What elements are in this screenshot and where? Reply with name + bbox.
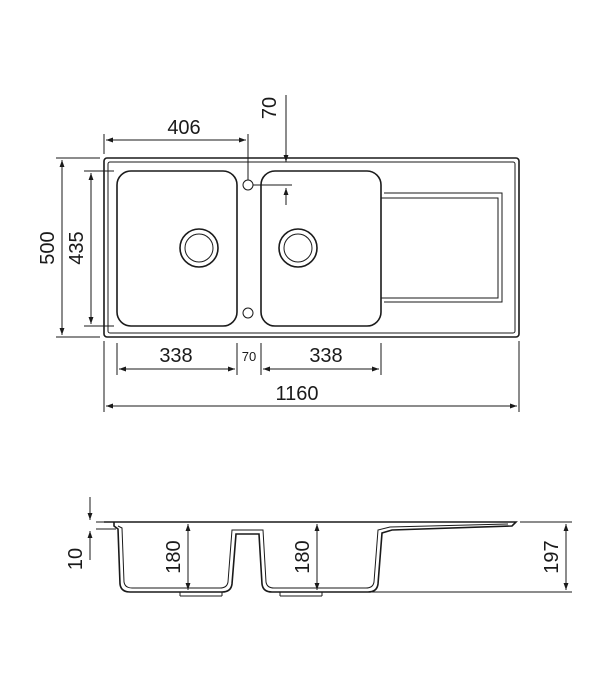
dim-label-197: 197 bbox=[541, 540, 563, 573]
dim-label-180-right: 180 bbox=[292, 540, 314, 573]
dim-label-338-left: 338 bbox=[159, 345, 192, 367]
sink-section-inner bbox=[117, 523, 509, 589]
dim-label-406: 406 bbox=[167, 117, 200, 139]
dim-label-10: 10 bbox=[65, 548, 87, 570]
dim-label-180-left: 180 bbox=[163, 540, 185, 573]
dim-label-1160: 1160 bbox=[275, 383, 318, 405]
sink-section-outer bbox=[104, 521, 518, 593]
left-bowl bbox=[116, 170, 238, 327]
drainer-board-edge bbox=[384, 192, 503, 303]
right-drain-icon bbox=[278, 228, 318, 268]
right-bowl bbox=[260, 170, 382, 327]
right-drain-inner bbox=[283, 233, 313, 263]
dim-label-70-gap: 70 bbox=[242, 349, 256, 364]
dim-label-338-right: 338 bbox=[309, 345, 342, 367]
side-view: 10 180 180 197 bbox=[65, 497, 572, 597]
sink-outer-outline bbox=[103, 157, 520, 338]
dim-label-500: 500 bbox=[37, 231, 59, 264]
top-view: 406 70 500 435 338 70 338 1160 bbox=[37, 95, 520, 412]
dim-label-435: 435 bbox=[66, 231, 88, 264]
tap-hole-top bbox=[242, 179, 254, 191]
tap-hole-bottom bbox=[242, 307, 254, 319]
left-drain-icon bbox=[179, 228, 219, 268]
drainer-board bbox=[381, 197, 499, 299]
left-drain-inner bbox=[184, 233, 214, 263]
sink-inner-rim bbox=[107, 161, 516, 334]
dim-label-70-vertical: 70 bbox=[259, 97, 281, 119]
